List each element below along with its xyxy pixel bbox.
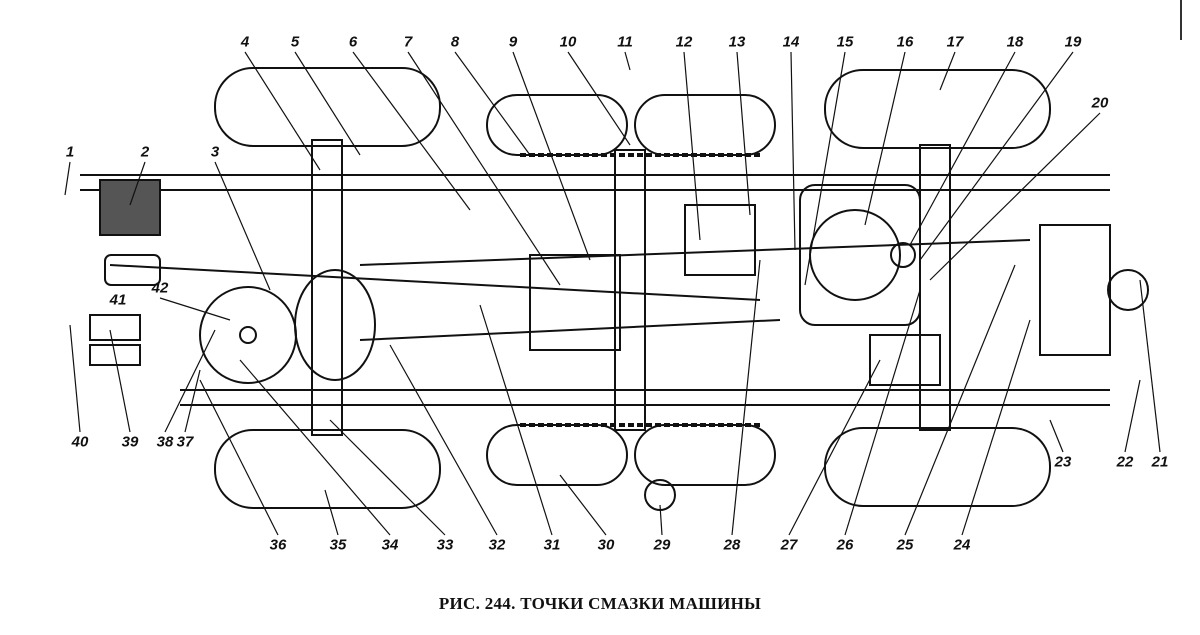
callout-label-24: 24 — [953, 536, 971, 554]
leader-line-16 — [864, 51, 906, 226]
callout-label-30: 30 — [597, 536, 615, 554]
callout-label-38: 38 — [156, 433, 174, 451]
leader-line-17 — [939, 51, 956, 91]
callout-label-21: 21 — [1151, 453, 1169, 471]
leader-line-38 — [164, 329, 216, 433]
leader-line-20 — [929, 112, 1101, 281]
callout-label-15: 15 — [836, 33, 854, 51]
callout-label-7: 7 — [403, 33, 413, 51]
callout-label-27: 27 — [780, 536, 798, 554]
callout-label-6: 6 — [348, 33, 358, 51]
callout-label-32: 32 — [488, 536, 506, 554]
callout-label-13: 13 — [728, 33, 746, 51]
leader-line-36 — [199, 379, 279, 536]
leader-line-27 — [788, 359, 881, 536]
callout-label-17: 17 — [946, 33, 964, 51]
rear-right-wheel — [824, 427, 1051, 507]
leader-line-21 — [1139, 279, 1161, 453]
callout-label-2: 2 — [140, 143, 150, 161]
front-right-wheel — [214, 429, 441, 509]
callout-label-35: 35 — [329, 536, 347, 554]
leader-line-32 — [389, 344, 498, 536]
figure-caption: РИС. 244. ТОЧКИ СМАЗКИ МАШИНЫ — [438, 594, 762, 613]
leader-line-25 — [904, 264, 1016, 536]
leader-line-10 — [567, 51, 631, 146]
rear-left-wheel — [824, 69, 1051, 149]
callout-label-4: 4 — [240, 33, 250, 51]
leader-line-18 — [909, 51, 1016, 246]
leader-line-4 — [244, 51, 321, 171]
leader-line-23 — [1049, 419, 1064, 453]
callout-label-20: 20 — [1091, 94, 1109, 112]
leader-line-9 — [512, 51, 591, 261]
callout-label-33: 33 — [436, 536, 454, 554]
callout-label-19: 19 — [1064, 33, 1082, 51]
leader-line-33 — [329, 419, 446, 536]
front-left-wheel — [214, 67, 441, 147]
leader-line-7 — [407, 51, 561, 286]
callout-label-31: 31 — [543, 536, 561, 554]
leader-line-13 — [736, 51, 751, 216]
callout-label-9: 9 — [508, 33, 518, 51]
callout-label-42: 42 — [151, 279, 169, 297]
callout-label-34: 34 — [381, 536, 399, 554]
leader-line-31 — [479, 304, 553, 536]
callout-label-40: 40 — [71, 433, 89, 451]
leader-line-19 — [919, 51, 1074, 261]
callout-label-37: 37 — [176, 433, 194, 451]
callout-label-10: 10 — [559, 33, 577, 51]
callout-label-8: 8 — [450, 33, 460, 51]
middle-right-wheel-a — [486, 424, 628, 486]
leader-line-37 — [184, 369, 201, 433]
callout-label-25: 25 — [896, 536, 914, 554]
leader-line-8 — [454, 51, 531, 156]
callout-label-5: 5 — [290, 33, 300, 51]
callout-label-23: 23 — [1054, 453, 1072, 471]
leader-line-42 — [159, 297, 231, 321]
leader-line-39 — [109, 329, 131, 433]
callout-label-28: 28 — [723, 536, 741, 554]
leader-line-6 — [352, 51, 471, 211]
callout-label-1: 1 — [65, 143, 75, 161]
callout-label-26: 26 — [836, 536, 854, 554]
callout-label-22: 22 — [1116, 453, 1134, 471]
middle-right-wheel-b — [634, 424, 776, 486]
leader-line-1 — [64, 161, 71, 196]
callout-label-39: 39 — [121, 433, 139, 451]
leader-line-30 — [559, 474, 607, 536]
leader-line-2 — [129, 161, 146, 206]
leader-line-14 — [790, 51, 796, 251]
leader-line-26 — [844, 289, 921, 536]
leader-line-22 — [1124, 379, 1141, 453]
callout-label-16: 16 — [896, 33, 914, 51]
leader-line-15 — [804, 51, 846, 286]
callout-label-41: 41 — [109, 291, 127, 309]
middle-left-wheel-b — [634, 94, 776, 156]
leader-line-11 — [624, 51, 631, 71]
leader-line-5 — [294, 51, 361, 156]
page-edge — [1180, 0, 1182, 40]
callout-label-12: 12 — [675, 33, 693, 51]
callout-label-11: 11 — [617, 33, 633, 51]
callout-label-18: 18 — [1006, 33, 1024, 51]
callout-label-14: 14 — [782, 33, 800, 51]
leader-line-24 — [961, 319, 1031, 536]
leader-line-29 — [659, 504, 663, 536]
leader-line-35 — [324, 489, 339, 536]
leader-line-3 — [214, 161, 271, 291]
callout-label-3: 3 — [210, 143, 220, 161]
leader-line-12 — [683, 51, 701, 241]
callout-label-36: 36 — [269, 536, 287, 554]
callout-label-29: 29 — [653, 536, 671, 554]
leader-line-28 — [731, 259, 761, 536]
leader-line-40 — [69, 324, 81, 433]
leader-line-34 — [239, 359, 391, 536]
